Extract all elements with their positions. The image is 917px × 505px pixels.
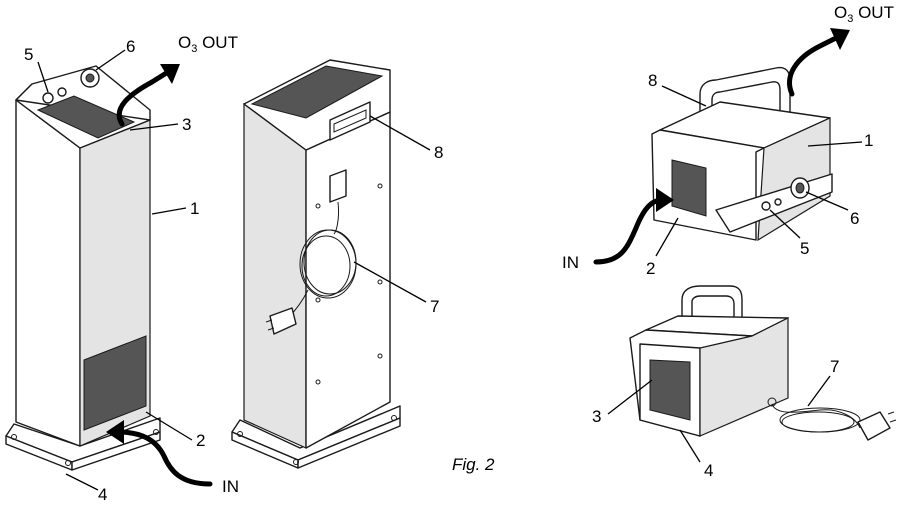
callout-number: 1	[864, 131, 873, 150]
callout-number: 3	[592, 407, 601, 426]
callout-number: 8	[434, 143, 443, 162]
callout-number: 7	[430, 297, 439, 316]
callouts-tower-back: 8 7	[430, 143, 443, 316]
bottom-inlet-grille	[83, 335, 147, 431]
tower-unit-back	[231, 59, 401, 469]
callout-number: 3	[182, 115, 191, 134]
callouts-tower-front: 5 6 3 1 2 4	[24, 37, 205, 504]
portable-unit-front	[651, 66, 833, 242]
inlet-label: IN	[562, 253, 579, 272]
inlet-label: IN	[222, 477, 239, 496]
ozone-out-label: O3 OUT	[834, 3, 894, 25]
callout-number: 2	[196, 431, 205, 450]
callouts-portable-top: 8 1 6 5 2	[646, 71, 873, 278]
callout-number: 2	[646, 259, 655, 278]
callout-number: 5	[800, 239, 809, 258]
figure-caption: Fig. 2	[452, 455, 495, 474]
callout-number: 6	[126, 37, 135, 56]
rear-grille	[649, 359, 691, 421]
air-inlet-arrow	[593, 188, 674, 265]
power-switch	[761, 198, 782, 211]
callout-number: 5	[24, 45, 33, 64]
callout-number: 7	[830, 357, 839, 376]
tower-unit-front	[5, 65, 161, 471]
callout-number: 8	[648, 71, 657, 90]
ozone-out-label: O3 OUT	[178, 33, 238, 55]
callouts-portable-bottom: 7 3 4	[592, 357, 839, 480]
power-cord	[771, 403, 897, 441]
timer-knob	[80, 68, 100, 88]
callout-number: 4	[98, 485, 107, 504]
power-cord	[265, 201, 357, 335]
leader-lines	[37, 49, 863, 491]
callout-number: 6	[850, 209, 859, 228]
front-grille	[671, 159, 707, 217]
callout-number: 4	[704, 461, 713, 480]
ozone-outlet-arrow	[116, 64, 180, 127]
timer-knob	[790, 177, 810, 199]
callout-number: 1	[190, 199, 199, 218]
carry-handle	[329, 101, 371, 141]
ozone-outlet-arrow	[787, 28, 850, 97]
portable-unit-back	[629, 285, 897, 441]
power-switch	[42, 87, 67, 104]
air-inlet-arrow	[106, 420, 213, 487]
top-outlet-grille	[36, 95, 136, 139]
